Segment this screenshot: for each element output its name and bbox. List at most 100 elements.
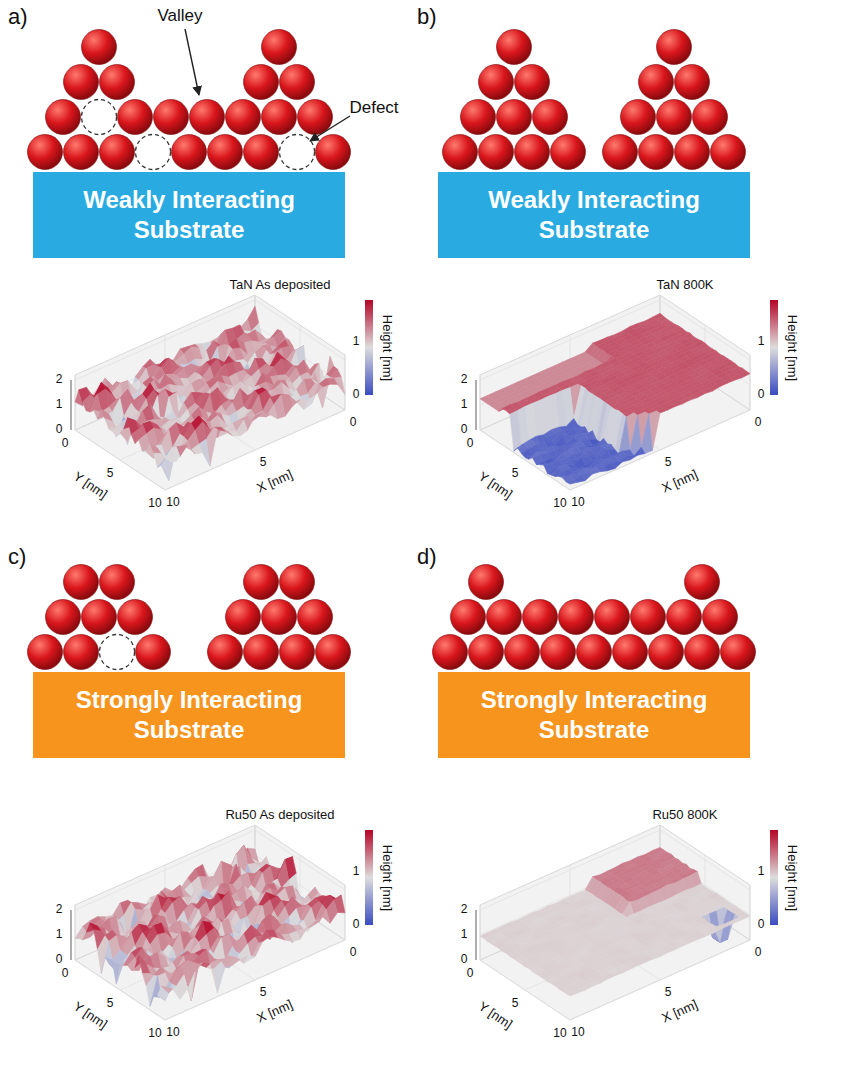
atom-sphere <box>631 600 666 635</box>
atom-sphere <box>82 600 117 635</box>
atom-sphere <box>280 65 315 100</box>
surface-cell <box>311 384 322 404</box>
grid-line <box>480 375 481 430</box>
atom-sphere <box>703 600 738 635</box>
surface-cell <box>101 941 112 973</box>
atom-sphere <box>693 100 728 135</box>
atom-sphere <box>64 65 99 100</box>
z-axis <box>71 380 72 430</box>
atom-sphere <box>172 135 207 170</box>
surface-plot <box>71 825 373 1020</box>
atom-sphere <box>613 635 648 670</box>
colorbar <box>365 300 373 395</box>
atom-sphere <box>461 100 496 135</box>
vacancy-defect <box>136 135 171 170</box>
atom-sphere <box>316 635 351 670</box>
surface-cell <box>206 964 217 993</box>
atom-sphere <box>100 65 135 100</box>
grid-line <box>480 300 660 380</box>
atom-sphere <box>64 635 99 670</box>
surface-cell <box>555 472 566 477</box>
atom-sphere <box>298 600 333 635</box>
atom-sphere <box>46 600 81 635</box>
atom-sphere <box>533 100 568 135</box>
annotation-arrows <box>185 29 350 141</box>
surface-cell <box>619 456 630 462</box>
surface-cell <box>278 923 289 934</box>
surface-cell <box>330 369 341 378</box>
atom-sphere <box>262 100 297 135</box>
surface-cell <box>566 480 577 484</box>
atom-sphere <box>443 135 478 170</box>
surface-cell <box>334 377 345 394</box>
atom-sphere <box>479 65 514 100</box>
atom-sphere <box>685 565 720 600</box>
atom-sphere <box>244 135 279 170</box>
atom-sphere <box>118 600 153 635</box>
atom-sphere <box>577 635 612 670</box>
atom-sphere <box>595 600 630 635</box>
atom-sphere <box>262 600 297 635</box>
surface-cell <box>251 942 262 959</box>
surface-cell <box>619 417 630 454</box>
surface-cell <box>90 394 101 412</box>
surface-cell <box>266 405 277 419</box>
atom-sphere <box>551 135 586 170</box>
surface-cell <box>191 444 202 454</box>
atom-sphere <box>208 635 243 670</box>
axis-pane <box>255 295 345 410</box>
leader-arrow <box>185 29 199 95</box>
grid-line <box>345 355 346 410</box>
surface-cell <box>120 426 131 441</box>
axis-pane <box>480 295 660 430</box>
grid-line <box>570 920 660 980</box>
surface-cell <box>161 986 172 992</box>
grid-line <box>660 325 750 385</box>
atom-sphere <box>497 30 532 65</box>
grid-line <box>525 910 705 990</box>
axis-pane <box>660 295 750 410</box>
atom-sphere <box>667 600 702 635</box>
grid-line <box>660 830 750 890</box>
grid-line <box>75 905 76 960</box>
atom-sphere <box>523 600 558 635</box>
atom-sphere <box>711 135 746 170</box>
surface-cell <box>634 447 645 455</box>
grid-line <box>660 880 750 940</box>
atom-sphere <box>226 600 261 635</box>
grid-line <box>660 350 750 410</box>
atom-sphere <box>675 65 710 100</box>
axis-pane <box>660 825 750 940</box>
z-axis <box>476 380 477 430</box>
atom-sphere <box>515 135 550 170</box>
atom-sphere <box>721 635 756 670</box>
grid-line <box>750 885 751 940</box>
surface-cell <box>221 427 232 435</box>
grid-line <box>165 410 345 490</box>
atom-sphere <box>64 565 99 600</box>
atom-sphere <box>451 600 486 635</box>
atom-sphere <box>621 100 656 135</box>
z-axis <box>71 910 72 960</box>
surface-plot <box>71 295 373 490</box>
grid-line <box>75 300 255 380</box>
grid-line <box>165 940 345 1020</box>
leader-arrow <box>310 116 350 141</box>
surface-cell <box>113 961 124 983</box>
atom-sphere <box>559 600 594 635</box>
surface-cell <box>311 917 322 927</box>
atom-sphere <box>657 100 692 135</box>
atom-spheres <box>28 30 756 670</box>
atom-sphere <box>262 30 297 65</box>
atom-sphere <box>685 635 720 670</box>
surface-cell <box>214 962 225 993</box>
vacancy-defect <box>100 635 135 670</box>
grid-line <box>480 905 481 960</box>
grid-line <box>660 300 750 360</box>
surface-cell <box>161 460 172 481</box>
atom-sphere <box>479 135 514 170</box>
grid-line <box>750 355 751 410</box>
atom-sphere <box>46 100 81 135</box>
